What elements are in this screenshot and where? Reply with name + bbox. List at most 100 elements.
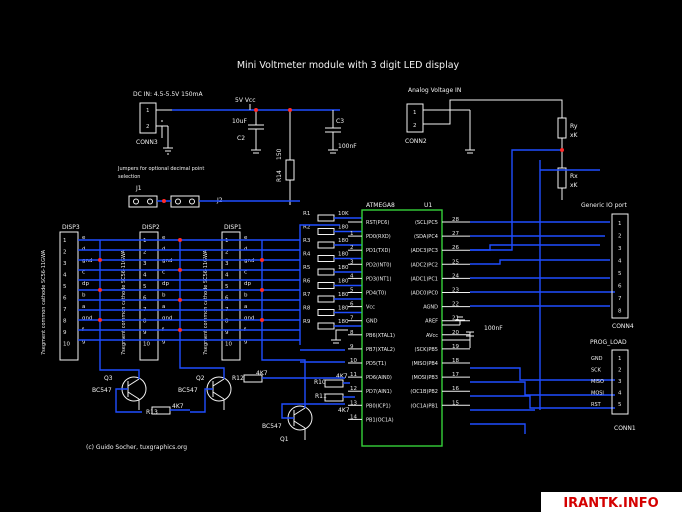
- segment-resistor: [317, 268, 335, 276]
- display-pin-label: gnd: [162, 316, 172, 322]
- chip-pin-right-number: 15: [452, 400, 459, 406]
- display-pin-number: 5: [143, 284, 147, 290]
- display-pin-number: 10: [143, 342, 150, 348]
- prog-pin-number: 5: [618, 402, 622, 408]
- display-pin-label: g: [162, 339, 166, 345]
- chip-pin-right-name: (OC1A)PB1: [410, 403, 438, 409]
- chip-pin-left-name: PB7(XTAL2): [366, 347, 395, 353]
- junction-dot: [98, 258, 102, 262]
- svg-text:4K7: 4K7: [338, 407, 350, 414]
- display-pin-label: b: [162, 293, 166, 299]
- junction-dot: [178, 268, 182, 272]
- chip-pin-right-name: (SDA)PC4: [414, 234, 438, 240]
- aref-capacitor: [442, 324, 474, 348]
- chip-pin-right-name: (MOSI)PB3: [412, 375, 438, 381]
- chip-pin-right-number: 23: [452, 288, 459, 294]
- dc-connector: [139, 102, 157, 134]
- display-pin-label: e: [162, 235, 166, 241]
- chip-pin-left-number: 7: [350, 316, 354, 322]
- segment-resistor: [317, 214, 335, 222]
- junction-dot: [178, 238, 182, 242]
- analog-connector: [406, 103, 424, 133]
- svg-text:10uF: 10uF: [232, 118, 247, 125]
- chip-pin-left-number: 8: [350, 330, 354, 336]
- dc-in-label: DC IN: 4.5-5.5V 150mA: [133, 91, 203, 98]
- chip-pin-left-number: 13: [350, 400, 357, 406]
- c2-capacitor: [248, 110, 264, 154]
- prog-signal-label: SCK: [591, 368, 602, 374]
- chip-pin-right-number: 22: [452, 302, 459, 308]
- prog-pin-number: 3: [618, 379, 622, 385]
- junction-dot: [98, 288, 102, 292]
- display-pin-number: 1: [63, 238, 67, 244]
- q3-transistor: Q3 BC547: [92, 375, 147, 402]
- resistor-name: R9: [303, 319, 311, 325]
- chip-pin-right-number: 18: [452, 358, 459, 364]
- resistor-name: R6: [303, 279, 311, 285]
- resistor-name: R7: [303, 292, 311, 298]
- display-pin-number: 9: [63, 330, 67, 336]
- svg-text:BC547: BC547: [178, 387, 198, 394]
- resistor-value: 180: [338, 252, 349, 258]
- svg-text:100nF: 100nF: [484, 325, 503, 332]
- display-pin-number: 8: [225, 319, 229, 325]
- display-pin-label: a: [82, 304, 85, 310]
- svg-text:CONN1: CONN1: [614, 425, 636, 432]
- display-pin-label: gnd: [82, 258, 92, 264]
- chip-pin-right-name: (SCK)PB5: [415, 347, 438, 353]
- chip-pin-left-number: 11: [350, 372, 357, 378]
- chip-pin-left-number: 4: [350, 273, 354, 279]
- display-pin-label: a: [162, 304, 165, 310]
- display-pin-label: a: [244, 304, 247, 310]
- resistor-name: R1: [303, 211, 310, 217]
- svg-text:xK: xK: [570, 182, 579, 189]
- prog-signal-label: MOSI: [591, 391, 604, 397]
- junction-dot: [260, 288, 264, 292]
- display-pin-number: 10: [63, 342, 70, 348]
- resistor-value: 180: [338, 279, 349, 285]
- display-pin-number: 1: [143, 238, 147, 244]
- display-pin-label: b: [82, 293, 86, 299]
- display-pin-label: e: [244, 235, 248, 241]
- prog-label: PROG_LOAD: [590, 339, 627, 346]
- io-pin-number: 6: [618, 284, 622, 290]
- chip-pin-right-name: (SCL)PC5: [415, 220, 438, 226]
- prog-pin-number: 2: [618, 368, 622, 374]
- svg-text:U1: U1: [424, 202, 432, 209]
- svg-text:BC547: BC547: [92, 387, 112, 394]
- display-pin-number: 9: [143, 330, 147, 336]
- ground-symbol: [163, 126, 173, 155]
- display-pin-number: 4: [63, 273, 67, 279]
- chip-pin-left-number: 5: [350, 288, 354, 294]
- r12-resistor: R12 4K7: [232, 370, 268, 383]
- svg-text:R11: R11: [315, 393, 327, 400]
- display-pin-label: g: [244, 339, 248, 345]
- svg-text:C2: C2: [237, 135, 245, 142]
- chip-pin-left-name: PB1(OC1A): [366, 417, 394, 423]
- display-pin-number: 8: [63, 319, 67, 325]
- chip-pin-right-name: AREF: [425, 319, 438, 325]
- resistor-value: 180: [338, 225, 349, 231]
- display-pin-number: 2: [225, 250, 229, 256]
- svg-text:4K7: 4K7: [172, 403, 184, 410]
- display-pin-label: gnd: [162, 258, 172, 264]
- chip-pin-left-name: Vcc: [366, 305, 375, 311]
- r10-resistor: R10 4K7: [314, 373, 348, 388]
- chip-pin-right-name: (ADC0)PC0: [410, 291, 438, 297]
- junction-dot: [178, 298, 182, 302]
- svg-text:R14: R14: [276, 170, 283, 182]
- display-pin-label: gnd: [82, 316, 92, 322]
- svg-text:7segment common cathode SC56-1: 7segment common cathode SC56-11GWA: [203, 249, 209, 355]
- chip-pin-left-number: 10: [350, 358, 357, 364]
- display-pin-label: gnd: [244, 258, 254, 264]
- r14-resistor: [285, 110, 295, 205]
- chip-pin-left-name: PB0(ICP1): [366, 403, 391, 409]
- chip-pin-right-name: AGND: [423, 305, 438, 311]
- io-pin-number: 2: [618, 234, 622, 240]
- chip-pin-left-number: 2: [350, 245, 354, 251]
- svg-text:2: 2: [413, 123, 417, 129]
- chip-pin-right-number: 21: [452, 316, 459, 322]
- segment-resistor: [317, 228, 335, 235]
- display-pin-label: e: [82, 235, 86, 241]
- chip-pin-right-name: (ADC2)PC2: [410, 262, 438, 268]
